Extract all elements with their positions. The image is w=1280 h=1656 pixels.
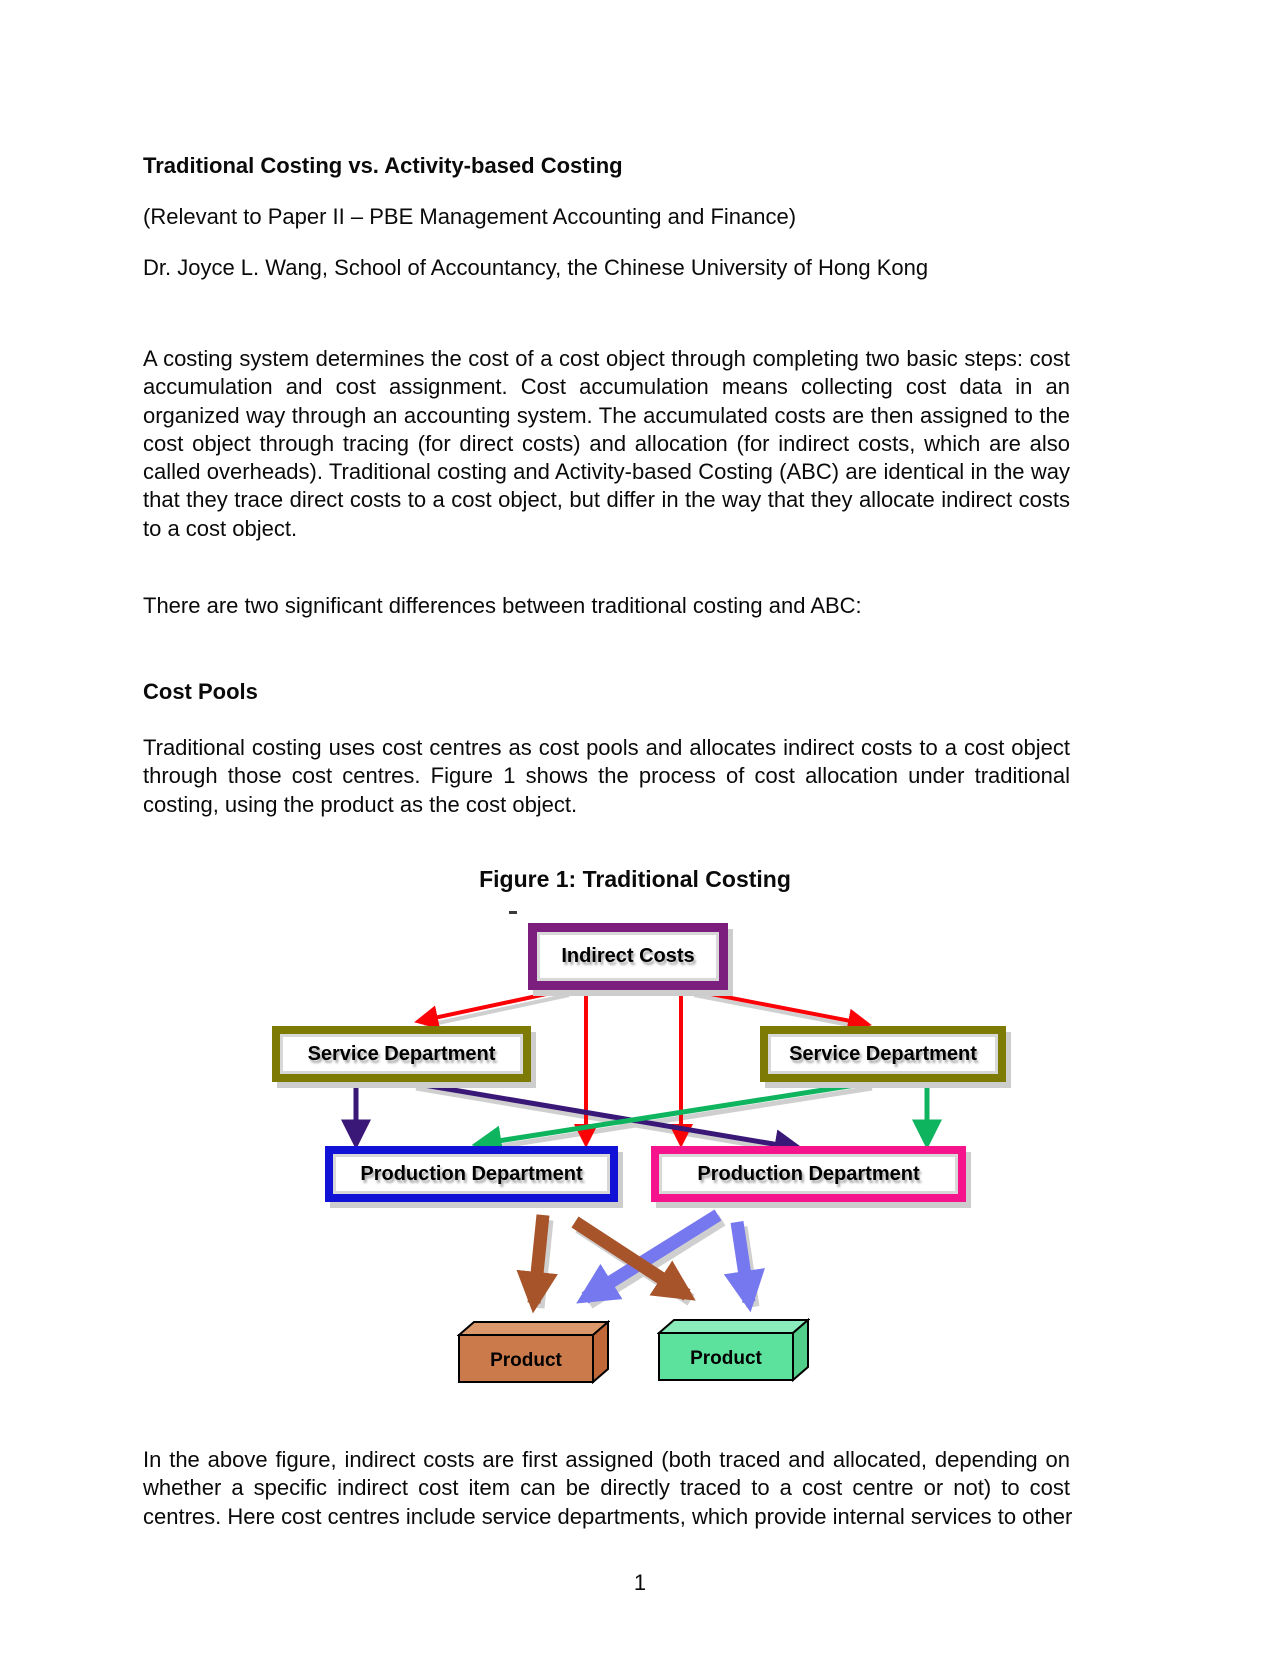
arrow-brown-cross-to-right-product [571, 1216, 696, 1301]
node-label: Production Department [360, 1162, 583, 1185]
node-label: Service Department [307, 1042, 496, 1065]
text-line: that they trace direct costs to a cost o… [143, 487, 1070, 513]
page-number: 1 [633, 1570, 647, 1595]
text-line: accumulation and cost assignment. Cost a… [143, 374, 1070, 400]
text-line: In the above figure, indirect costs are … [143, 1447, 1070, 1472]
paragraph-closing: In the above figure, indirect costs are … [143, 1446, 1073, 1531]
product-label: Product [490, 1350, 562, 1371]
arrow-brown-to-left-product [516, 1214, 558, 1314]
paragraph-differences: There are two significant differences be… [143, 593, 862, 618]
arrow-green-diagonal [471, 1080, 869, 1156]
paragraph-cost-pools: Traditional costing uses cost centres as… [143, 734, 1070, 819]
article-subtitle: (Relevant to Paper II – PBE Management A… [143, 204, 797, 229]
node-production-department-left: Production Department [325, 1146, 618, 1202]
arrow-blue-to-right-product [723, 1221, 765, 1313]
node-service-department-left: Service Department [272, 1026, 531, 1082]
node-product-right: Product [657, 1318, 810, 1382]
article-title: Traditional Costing vs. Activity-based C… [143, 153, 623, 178]
text-line: called overheads). Traditional costing a… [143, 459, 1070, 485]
arrow-red-to-service-right [689, 988, 872, 1033]
node-label: Service Department [789, 1042, 977, 1065]
arrow-purple-diagonal [411, 1080, 805, 1160]
paragraph-intro: A costing system determines the cost of … [143, 345, 1070, 543]
text-line: Traditional costing uses cost centres as… [143, 735, 1070, 760]
article-author: Dr. Joyce L. Wang, School of Accountancy… [143, 255, 929, 280]
figure-title: Figure 1: Traditional Costing [479, 866, 791, 892]
node-production-department-right: Production Department [651, 1146, 966, 1202]
text-line: cost object through tracing (for direct … [143, 430, 1070, 456]
node-service-department-right: Service Department [760, 1026, 1006, 1082]
arrow-red-to-service-left [414, 988, 566, 1029]
figure-arrows [341, 988, 942, 1314]
text-line: costing, using the product as the cost o… [143, 791, 578, 817]
text-line: to a cost object. [143, 515, 298, 541]
node-indirect-costs: Indirect Costs [528, 923, 728, 990]
section-heading-cost-pools: Cost Pools [143, 679, 258, 704]
text-line: A costing system determines the cost of … [143, 346, 1070, 371]
node-label: Production Department [697, 1162, 920, 1185]
node-product-left: Product [457, 1320, 610, 1384]
text-line: whether a specific indirect cost item ca… [143, 1475, 1070, 1501]
text-line: through those cost centres. Figure 1 sho… [143, 763, 1070, 789]
product-label: Product [690, 1348, 762, 1369]
arrow-blue-cross-to-left-product [576, 1209, 722, 1304]
stray-dash-mark [509, 911, 517, 914]
node-label: Indirect Costs [561, 945, 695, 967]
text-line: organized way through an accounting syst… [143, 402, 1070, 428]
text-line: centres. Here cost centres include servi… [143, 1503, 1073, 1529]
